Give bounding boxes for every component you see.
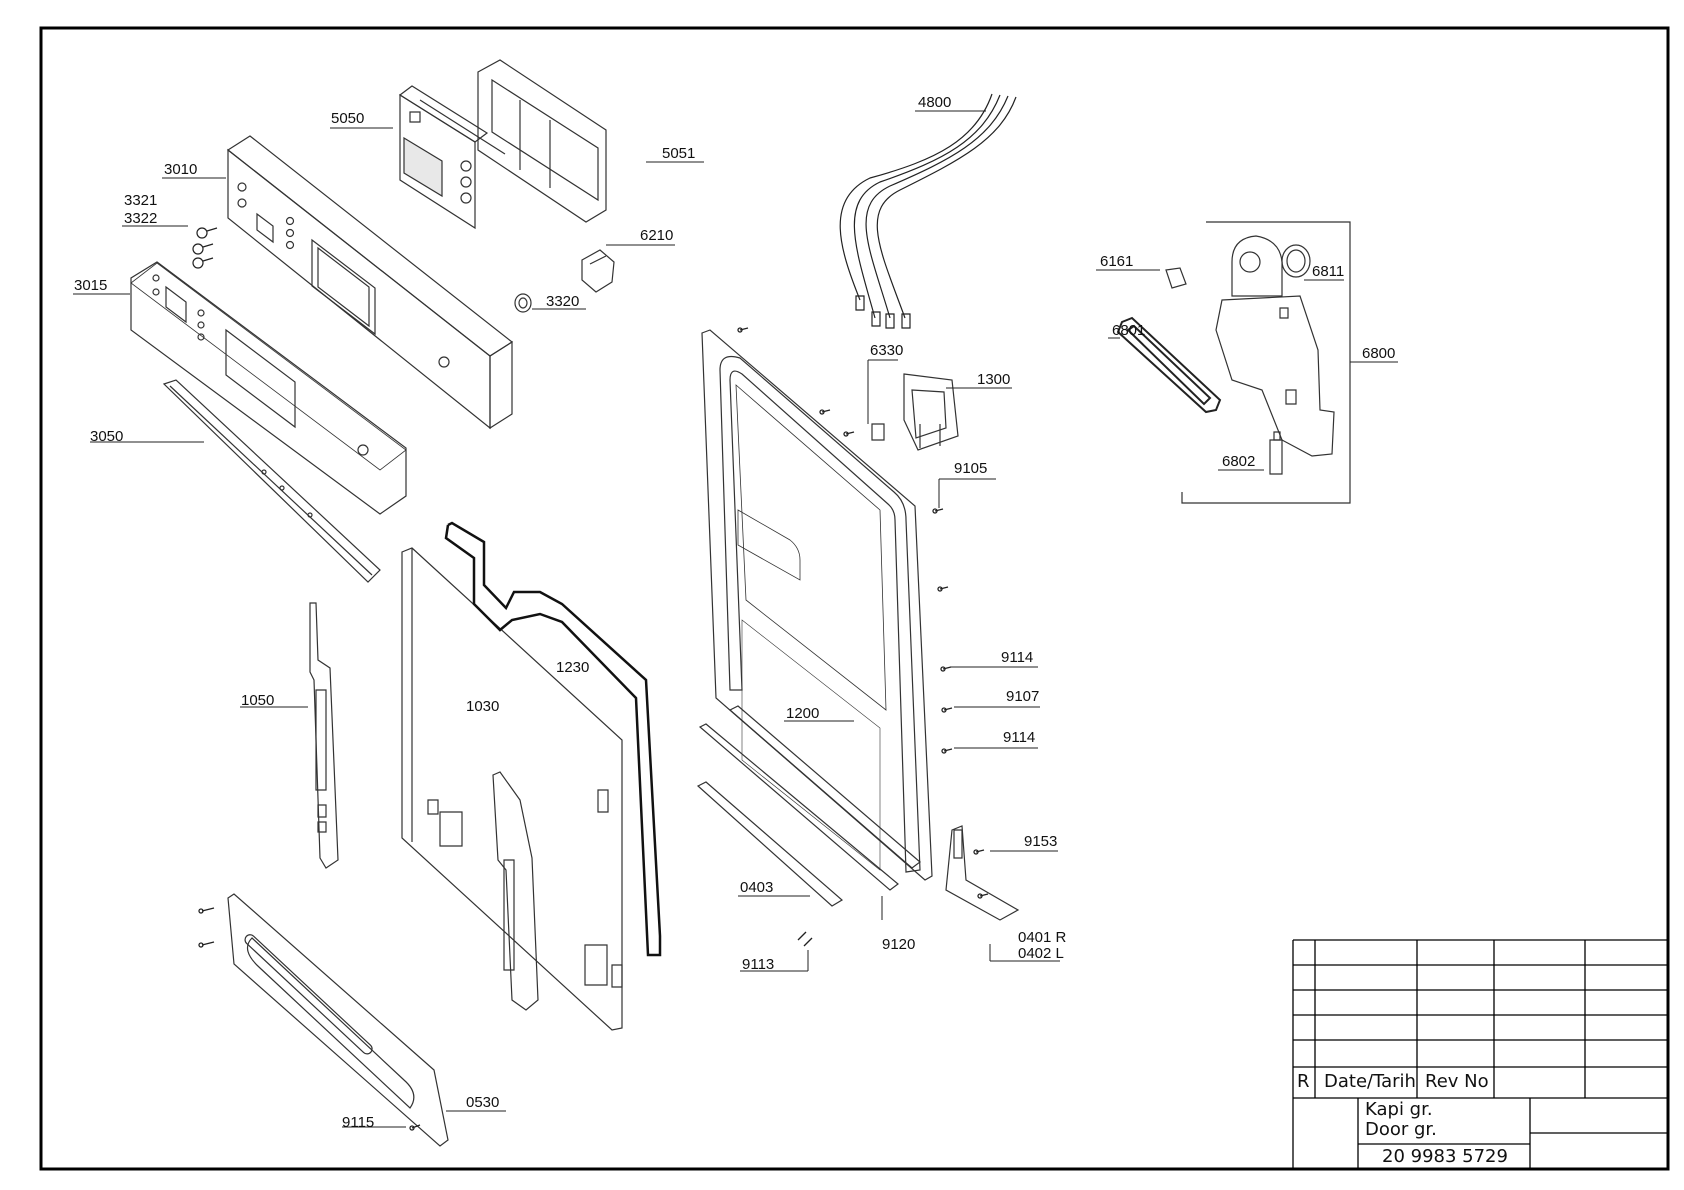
screws-9113 — [798, 932, 812, 946]
leader-lines — [73, 111, 1398, 1127]
label-3322: 3322 — [124, 210, 158, 227]
bracket-1050 — [310, 603, 338, 868]
label-9114-b: 9114 — [1003, 729, 1036, 746]
label-6161: 6161 — [1100, 253, 1134, 270]
label-3015: 3015 — [74, 277, 108, 294]
harness-4800 — [840, 94, 1016, 328]
label-3320: 3320 — [546, 293, 580, 310]
label-6811: 6811 — [1312, 263, 1345, 280]
control-board-5050 — [400, 60, 606, 228]
label-3010: 3010 — [164, 161, 198, 178]
gasket-1230 — [446, 523, 660, 955]
buttons-3321-3322 — [193, 228, 217, 268]
label-9107: 9107 — [1006, 688, 1040, 705]
title-block-r: R — [1297, 1071, 1310, 1092]
title-block-title-tr: Kapi gr. — [1365, 1099, 1433, 1120]
strip-9120 — [700, 724, 898, 890]
door-panel-1030 — [402, 548, 622, 1030]
label-6800: 6800 — [1362, 345, 1396, 362]
label-9120: 9120 — [882, 936, 916, 953]
label-1050: 1050 — [241, 692, 275, 709]
strip-0403 — [698, 782, 842, 906]
label-5051: 5051 — [662, 145, 696, 162]
screws-9115 — [199, 908, 420, 1130]
label-9153: 9153 — [1024, 833, 1058, 850]
strip-3050 — [164, 380, 380, 582]
label-5050: 5050 — [331, 110, 365, 127]
title-block — [1293, 940, 1667, 1168]
dispenser-6800 — [1182, 222, 1350, 503]
title-block-title-en: Door gr. — [1365, 1119, 1437, 1140]
sheet-border — [41, 28, 1668, 1169]
label-6801: 6801 — [1112, 322, 1146, 339]
label-1230: 1230 — [556, 659, 590, 676]
cover-6801 — [1118, 318, 1220, 412]
knob-3320 — [515, 294, 531, 312]
label-9114-a: 9114 — [1001, 649, 1034, 666]
label-9115: 9115 — [342, 1114, 375, 1131]
label-9113: 9113 — [742, 956, 775, 973]
switch-6210 — [582, 250, 614, 292]
control-panel-3010 — [228, 136, 512, 428]
label-6330: 6330 — [870, 342, 904, 359]
label-3050: 3050 — [90, 428, 124, 445]
outer-door-1200 — [702, 330, 1018, 920]
title-block-doc-no: 20 9983 5729 — [1382, 1146, 1508, 1167]
label-6802: 6802 — [1222, 453, 1256, 470]
part-6802 — [1270, 432, 1282, 474]
label-9105: 9105 — [954, 460, 988, 477]
label-0402-l: 0402 L — [1018, 945, 1064, 962]
label-3321: 3321 — [124, 192, 158, 209]
label-0401-r: 0401 R — [1018, 929, 1067, 946]
title-block-date: Date/Tarih — [1324, 1071, 1416, 1092]
label-1030: 1030 — [466, 698, 500, 715]
label-6210: 6210 — [640, 227, 674, 244]
plinth-0530 — [228, 894, 448, 1146]
door-screws — [738, 328, 988, 898]
part-6161 — [1166, 268, 1186, 288]
title-block-rev: Rev No — [1425, 1071, 1489, 1092]
label-1200: 1200 — [786, 705, 820, 722]
door-lock-1300 — [904, 374, 958, 450]
label-0403: 0403 — [740, 879, 774, 896]
label-0530: 0530 — [466, 1094, 500, 1111]
label-1300: 1300 — [977, 371, 1011, 388]
decor-panel-3015 — [131, 262, 406, 514]
label-4800: 4800 — [918, 94, 952, 111]
switch-6330 — [872, 424, 884, 440]
